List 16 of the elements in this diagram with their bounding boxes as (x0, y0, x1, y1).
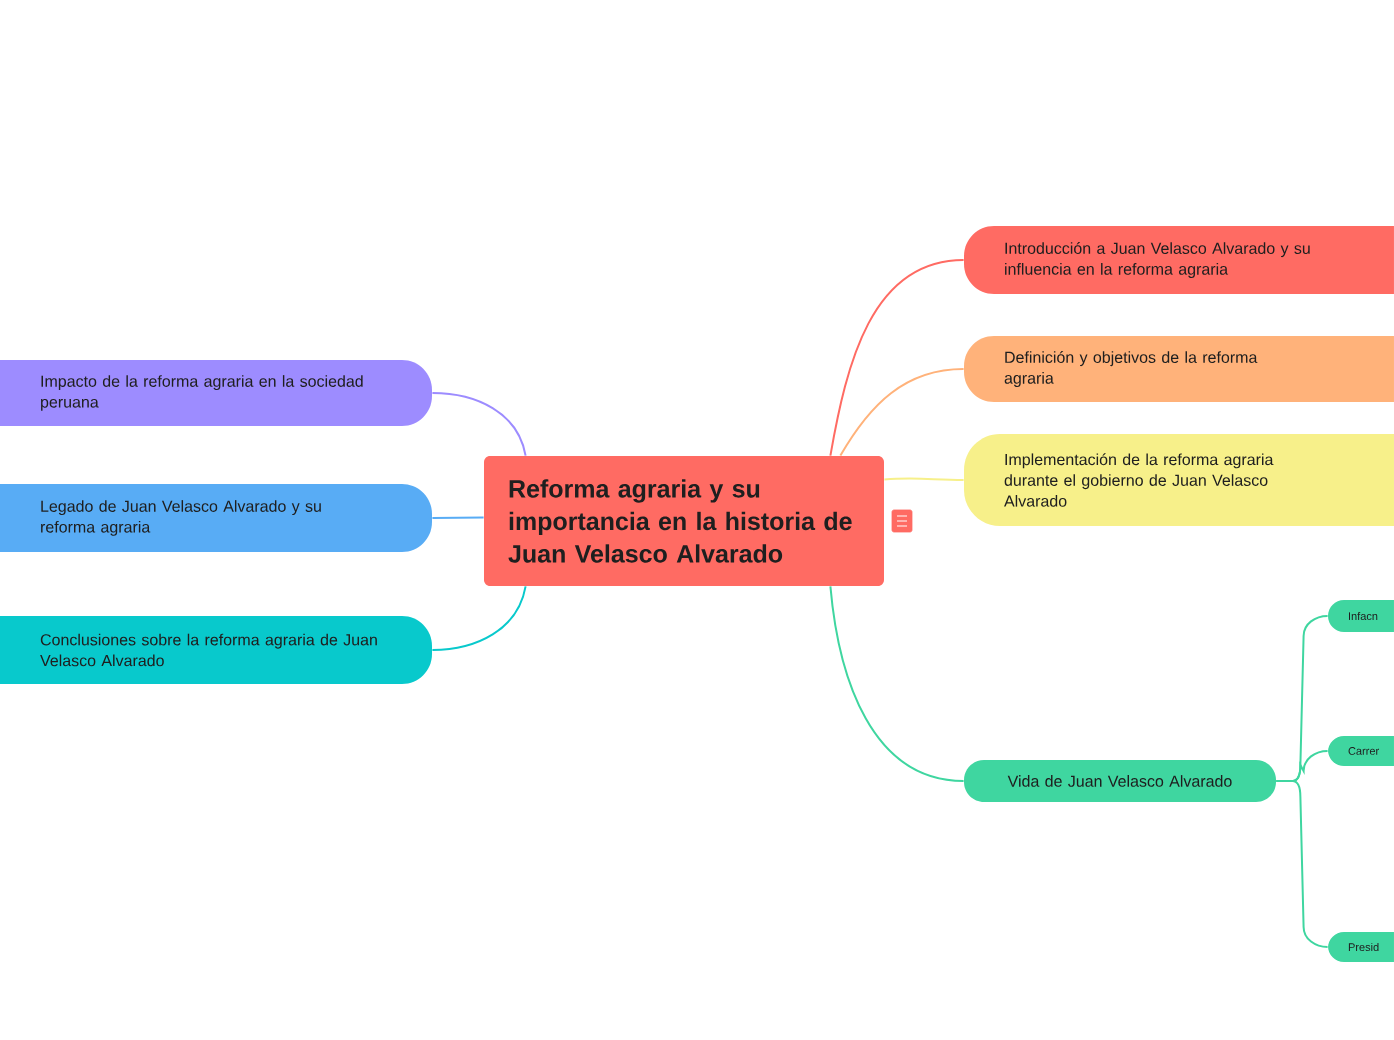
central-topic-box: Reforma agraria y su importancia en la historia de Juan Velasco Alvarado (484, 456, 884, 586)
topic-box: Legado de Juan Velasco Alvarado y su reforma agraria (0, 484, 432, 552)
connector (431, 516, 485, 519)
topic-box: Impacto de la reforma agraria en la sociedad peruana (0, 360, 432, 426)
topic-box: Vida de Juan Velasco Alvarado (964, 760, 1276, 802)
connector (829, 585, 965, 782)
topic-box: Definición y objetivos de la reforma agraria (964, 336, 1394, 402)
topic-box: Conclusiones sobre la reforma agraria de Juan Velasco Alvarado (0, 616, 432, 684)
connector (1275, 780, 1329, 948)
topic-box: Implementación de la reforma agraria durante el gobierno de Juan Velasco Alvarado (964, 434, 1394, 526)
connector (883, 477, 965, 481)
connector (829, 259, 965, 457)
connector (431, 585, 527, 651)
connector (431, 392, 527, 457)
topic-box: Introducción a Juan Velasco Alvarado y su influencia en la reforma agraria (964, 226, 1394, 294)
connector (839, 368, 965, 457)
